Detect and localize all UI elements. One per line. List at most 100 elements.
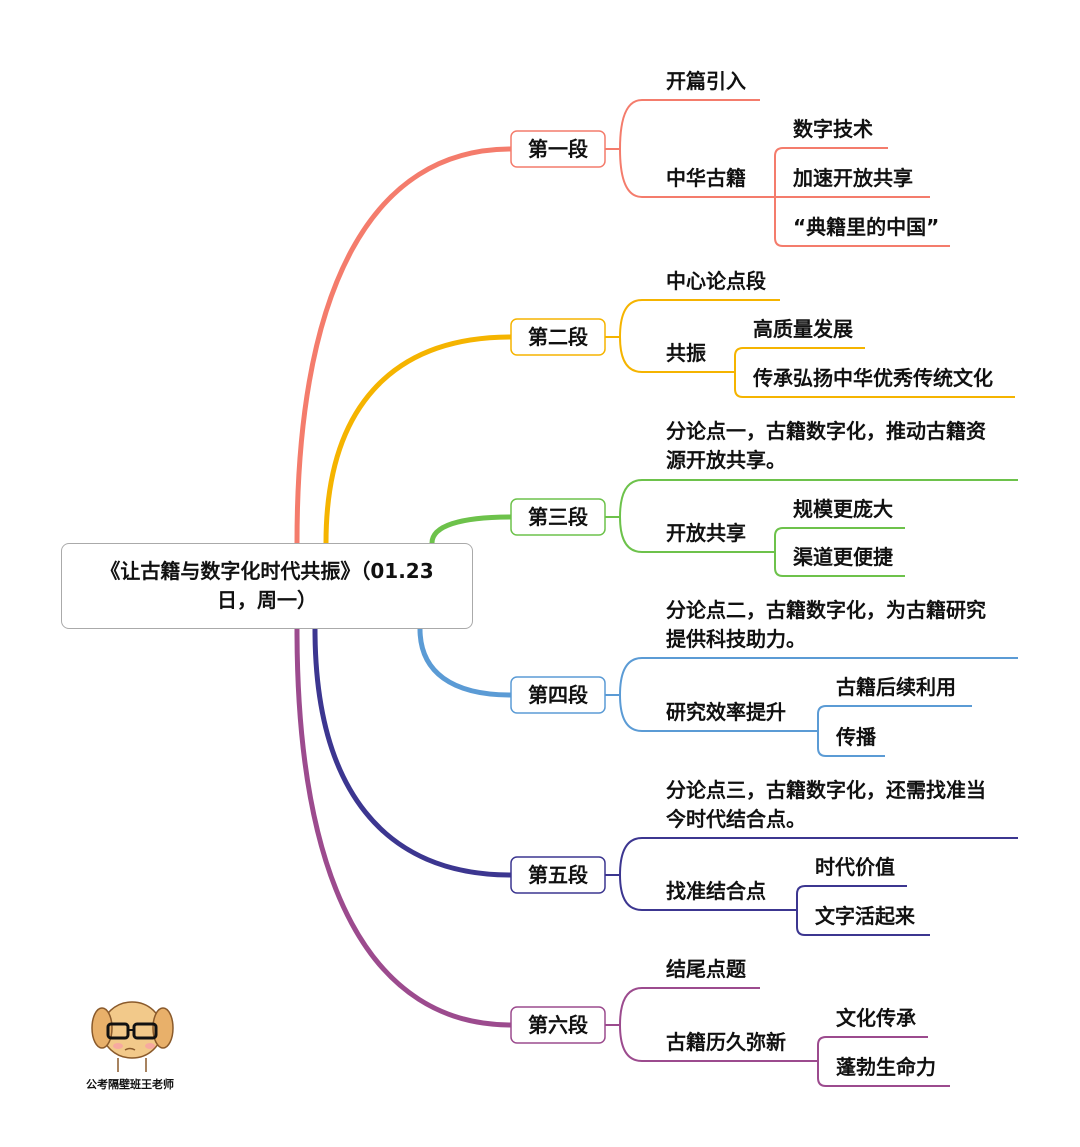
child-topic-text: 分论点三，古籍数字化，还需找准当 (666, 778, 986, 802)
branch-connector (417, 626, 514, 698)
grandchild-topic[interactable]: 时代价值 (796, 855, 907, 910)
branch-connector (294, 146, 514, 546)
grandchild-topic-text: 时代价值 (815, 855, 895, 879)
section-label: 第三段 (528, 505, 588, 529)
child-topic-text: 开放共享 (666, 521, 746, 545)
grandchild-underline (734, 372, 1015, 398)
child-topic-text: 分论点一，古籍数字化，推动古籍资 (666, 419, 986, 443)
branch-connector (312, 626, 514, 878)
child-topic-text: 中心论点段 (666, 269, 766, 293)
grandchild-topic[interactable]: 加速开放共享 (775, 166, 930, 198)
section-node[interactable]: 第四段 (510, 676, 606, 714)
grandchild-underline (774, 552, 905, 577)
grandchild-underline (817, 705, 972, 731)
grandchild-topic-text: “典籍里的中国” (793, 215, 939, 239)
root-node[interactable]: 《让古籍与数字化时代共振》（01.23日，周一） (61, 543, 473, 629)
grandchild-underline (796, 885, 907, 910)
grandchild-topic-text: 传播 (835, 725, 877, 749)
grandchild-topic[interactable]: 高质量发展 (734, 317, 865, 372)
grandchild-topic[interactable]: 古籍后续利用 (817, 675, 972, 731)
child-underline (619, 657, 1018, 696)
section-node[interactable]: 第六段 (510, 1006, 606, 1044)
child-topic[interactable]: 中华古籍 (619, 148, 775, 198)
child-underline (619, 694, 818, 732)
grandchild-topic[interactable]: 规模更庞大 (774, 497, 905, 552)
child-underline (619, 336, 735, 373)
section-label: 第五段 (528, 863, 588, 887)
section-node[interactable]: 第五段 (510, 856, 606, 894)
grandchild-underline (774, 197, 950, 247)
section-label: 第二段 (528, 325, 588, 349)
child-underline (619, 148, 775, 198)
child-topic-text: 共振 (666, 341, 706, 365)
child-topic-text: 古籍历久弥新 (666, 1030, 786, 1054)
child-topic-text: 中华古籍 (666, 166, 746, 190)
child-topic-text: 找准结合点 (666, 879, 766, 903)
branch-connector (323, 334, 514, 546)
logo-caption: 公考隔壁班王老师 (86, 1078, 174, 1091)
child-topic[interactable]: 开放共享 (619, 516, 775, 553)
section-label: 第一段 (528, 137, 588, 161)
grandchild-topic[interactable]: “典籍里的中国” (774, 197, 950, 247)
grandchild-underline (774, 527, 905, 552)
child-underline (619, 99, 760, 150)
grandchild-topic[interactable]: 渠道更便捷 (774, 545, 905, 577)
grandchild-topic-text: 渠道更便捷 (793, 545, 894, 569)
child-topic-text: 今时代结合点。 (666, 807, 806, 831)
grandchild-underline (734, 347, 865, 372)
grandchild-topic[interactable]: 文化传承 (817, 1006, 928, 1061)
grandchild-topic-text: 传承弘扬中华优秀传统文化 (752, 366, 993, 390)
grandchild-topic-text: 古籍后续利用 (836, 675, 956, 699)
branch-connector (294, 626, 514, 1028)
grandchild-topic[interactable]: 数字技术 (774, 117, 888, 197)
child-topic[interactable]: 开篇引入 (619, 69, 760, 150)
grandchild-topic[interactable]: 传承弘扬中华优秀传统文化 (734, 366, 1015, 398)
child-topic-text: 结尾点题 (666, 957, 747, 981)
grandchild-underline (817, 1036, 928, 1061)
branch-connector (429, 514, 514, 546)
grandchild-topic[interactable]: 传播 (817, 725, 885, 757)
child-underline (619, 479, 1018, 518)
root-title: 《让古籍与数字化时代共振》（01.23日，周一） (100, 559, 434, 612)
child-topic-text: 开篇引入 (666, 69, 746, 93)
child-underline (619, 987, 760, 1026)
child-topic[interactable]: 共振 (619, 336, 735, 373)
grandchild-underline (817, 731, 885, 757)
child-topic[interactable]: 结尾点题 (619, 957, 760, 1026)
grandchild-underline (774, 147, 888, 197)
child-topic-text: 研究效率提升 (666, 700, 786, 724)
section-node[interactable]: 第一段 (510, 130, 606, 168)
child-topic-text: 分论点二，古籍数字化，为古籍研究 (666, 598, 986, 622)
grandchild-topic-text: 加速开放共享 (792, 166, 913, 190)
section-node[interactable]: 第三段 (510, 498, 606, 536)
child-topic[interactable]: 研究效率提升 (619, 694, 818, 732)
grandchild-topic-text: 高质量发展 (753, 317, 853, 341)
grandchild-underline (796, 910, 930, 936)
grandchild-topic-text: 文字活起来 (815, 904, 916, 928)
child-topic[interactable]: 中心论点段 (619, 269, 780, 338)
child-underline (619, 299, 780, 338)
child-topic[interactable]: 找准结合点 (619, 874, 797, 911)
child-underline (619, 874, 797, 911)
child-underline (619, 1024, 818, 1062)
grandchild-topic[interactable]: 文字活起来 (796, 904, 930, 936)
grandchild-topic-text: 规模更庞大 (793, 497, 893, 521)
child-underline (619, 516, 775, 553)
grandchild-topic[interactable]: 蓬勃生命力 (817, 1055, 950, 1087)
grandchild-topic-text: 蓬勃生命力 (836, 1055, 936, 1079)
child-topic-text: 提供科技助力。 (666, 627, 806, 651)
child-topic[interactable]: 古籍历久弥新 (619, 1024, 818, 1062)
grandchild-underline (817, 1061, 950, 1087)
section-node[interactable]: 第二段 (510, 318, 606, 356)
child-underline (619, 837, 1018, 876)
